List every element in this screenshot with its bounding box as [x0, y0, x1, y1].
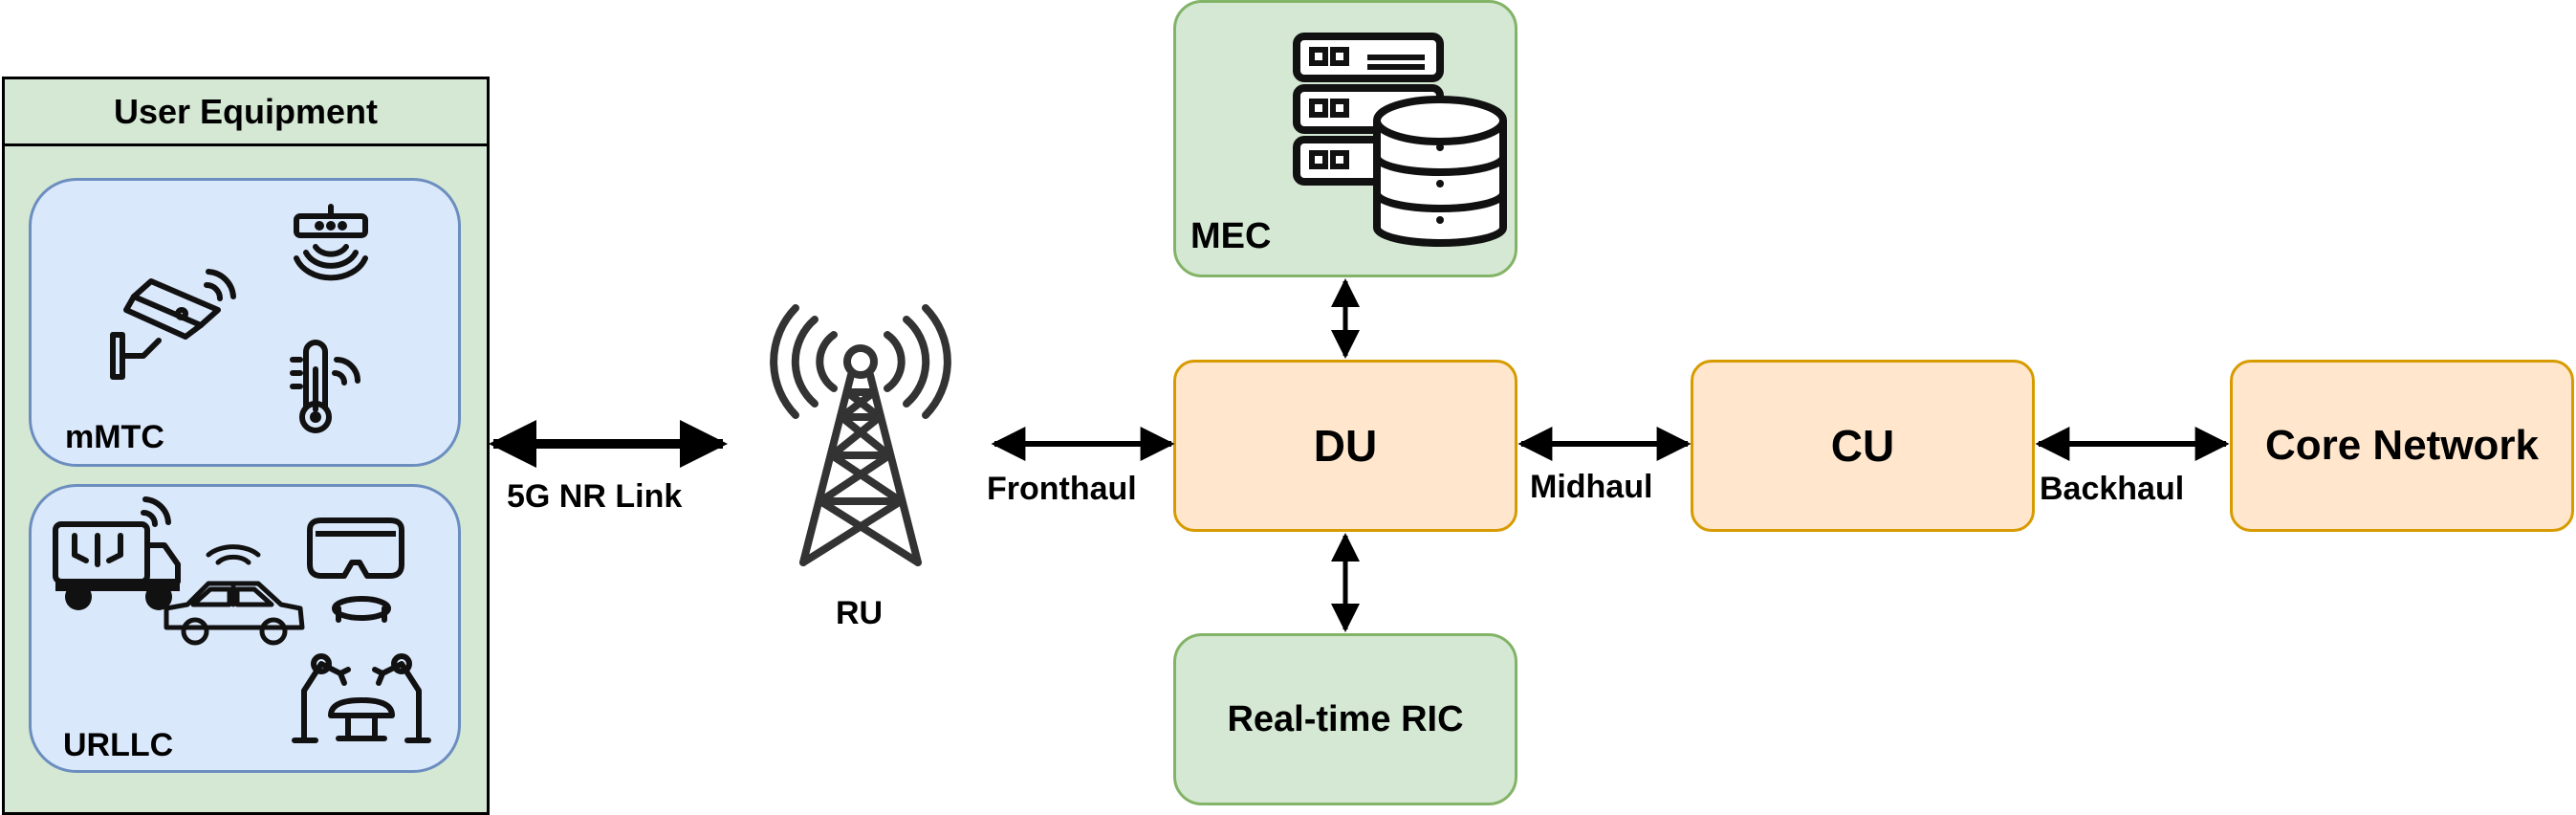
- core-network-box: Core Network: [2230, 360, 2574, 532]
- realtime-ric-box: Real-time RIC: [1173, 633, 1517, 805]
- radio-link-label: 5G NR Link: [507, 478, 683, 515]
- mmtc-group: [29, 178, 461, 467]
- urllc-label: URLLC: [63, 727, 174, 763]
- connected-truck-icon: [53, 496, 181, 610]
- cu-label: CU: [1830, 421, 1895, 471]
- du-box: DU: [1173, 360, 1517, 532]
- core-network-label: Core Network: [2264, 422, 2540, 469]
- ru-label: RU: [836, 595, 884, 631]
- user-equipment-title: User Equipment: [113, 91, 379, 131]
- wireless-sensor-icon: [294, 204, 368, 281]
- realtime-ric-label: Real-time RIC: [1227, 698, 1464, 739]
- mec-label: MEC: [1190, 216, 1272, 256]
- security-camera-icon: [110, 269, 236, 380]
- vr-headset-icon: [307, 518, 404, 579]
- thermometer-sensor-icon: [290, 340, 360, 433]
- midhaul-label: Midhaul: [1530, 469, 1653, 505]
- fronthaul-label: Fronthaul: [987, 471, 1137, 507]
- server-database-icon: [1293, 33, 1507, 247]
- user-equipment-header: User Equipment: [5, 79, 487, 146]
- du-label: DU: [1313, 421, 1378, 471]
- mmtc-label: mMTC: [65, 419, 164, 455]
- robot-arms-icon: [292, 596, 431, 743]
- cell-tower-icon: [770, 304, 951, 566]
- cu-box: CU: [1691, 360, 2035, 532]
- connected-car-icon: [164, 544, 305, 646]
- backhaul-label: Backhaul: [2040, 471, 2185, 507]
